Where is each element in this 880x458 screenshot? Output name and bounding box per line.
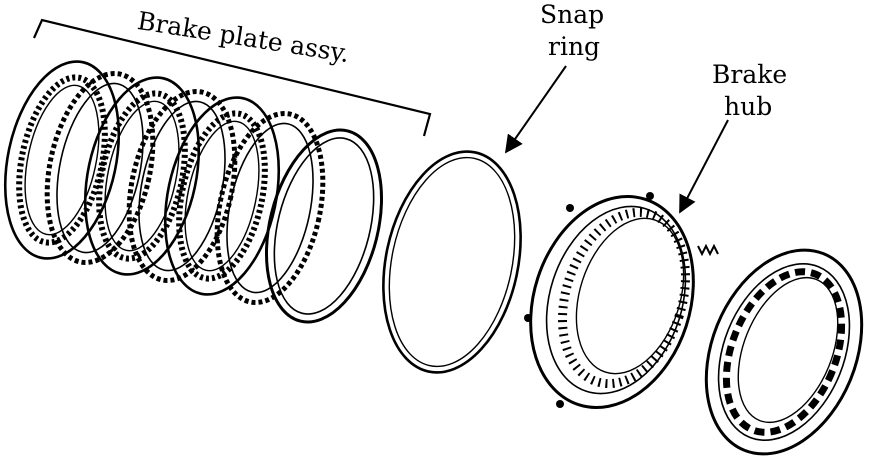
brake-plate-stack xyxy=(3,60,384,324)
brake-disc-2 xyxy=(83,76,201,276)
hub-lug-4 xyxy=(556,400,564,408)
snap-ring-label-line1: Snap xyxy=(540,0,605,29)
brake-plate-1 xyxy=(44,71,156,265)
hub-lug-2 xyxy=(646,192,654,200)
brake-plate-front xyxy=(264,128,384,324)
snap-ring-label-line2: ring xyxy=(548,32,601,61)
brake-hub-label-line1: Brake xyxy=(712,60,788,89)
brake-hub-label-line2: hub xyxy=(724,92,773,121)
brake-hub xyxy=(524,192,695,410)
brake-plate-bracket xyxy=(32,18,432,137)
brake-plate-3 xyxy=(214,111,326,305)
spring-pin xyxy=(697,243,719,257)
hub-lug-1 xyxy=(566,204,574,212)
hub-lug-3 xyxy=(524,314,532,322)
brake-disc-3 xyxy=(163,96,281,296)
snap-ring-leader xyxy=(504,65,567,154)
brake-hub-leader xyxy=(679,119,729,214)
piston-retainer xyxy=(704,248,864,456)
snap-ring xyxy=(382,150,522,374)
